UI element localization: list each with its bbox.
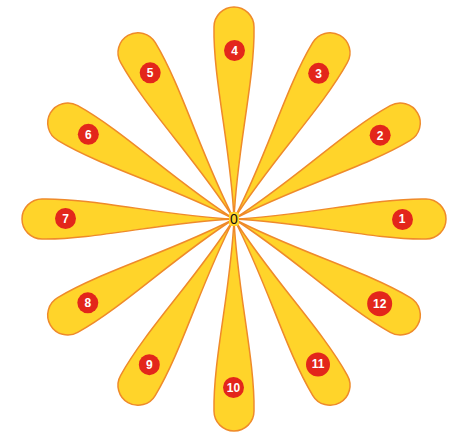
- petal-number: 1: [399, 213, 406, 225]
- petal-number: 11: [312, 358, 325, 370]
- petal-number: 6: [85, 129, 92, 141]
- number-badge: 4: [224, 41, 245, 62]
- number-badge: 12: [367, 291, 392, 316]
- petal-shape: [214, 219, 254, 431]
- petal-shape: [214, 7, 254, 219]
- petal-number: 8: [85, 297, 92, 309]
- petal-number: 12: [373, 297, 386, 309]
- number-badge: 2: [369, 125, 390, 146]
- number-badge: 11: [306, 352, 330, 376]
- petal-number: 7: [63, 213, 70, 225]
- petal-shape: [234, 199, 446, 239]
- petal-number: 10: [227, 381, 240, 393]
- number-badge: 1: [392, 209, 413, 230]
- petal-shape: [40, 202, 244, 343]
- petal-number: 4: [231, 45, 238, 57]
- petal-number: 9: [147, 358, 154, 370]
- number-badge: 10: [224, 377, 245, 398]
- petal-shape: [22, 199, 234, 239]
- number-badge: 3: [308, 63, 329, 84]
- center-label: 0: [229, 212, 239, 226]
- petal-number: 5: [147, 68, 154, 80]
- petal-shape: [111, 25, 252, 229]
- petal-shape: [217, 209, 358, 413]
- petal-shape: [224, 202, 428, 343]
- petal-number: 3: [315, 68, 322, 80]
- petal-number: 2: [376, 129, 383, 141]
- petal-shape: [224, 96, 428, 237]
